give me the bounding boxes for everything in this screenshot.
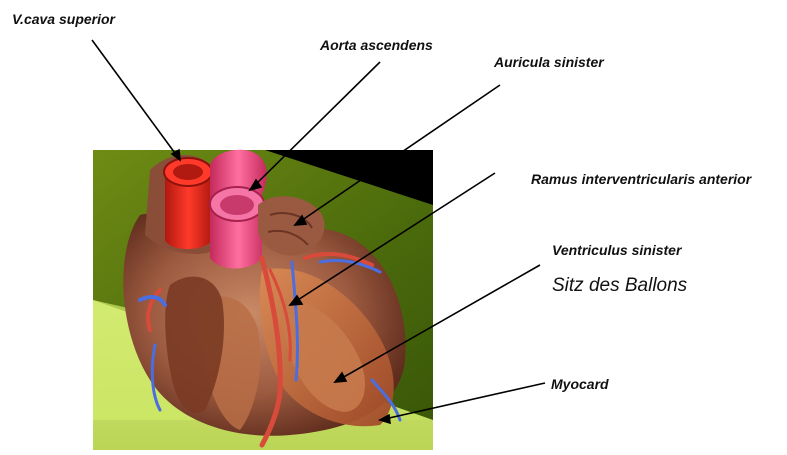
label-vena-cava-superior: V.cava superior <box>12 12 115 26</box>
label-auricula-sinister: Auricula sinister <box>494 55 604 69</box>
label-sitz-des-ballons: Sitz des Ballons <box>552 276 687 295</box>
label-ventriculus-sinister: Ventriculus sinister <box>552 243 681 257</box>
label-aorta-ascendens: Aorta ascendens <box>320 38 433 52</box>
label-ramus-interventricularis: Ramus interventricularis anterior <box>531 172 751 186</box>
label-myocard: Myocard <box>551 377 609 391</box>
